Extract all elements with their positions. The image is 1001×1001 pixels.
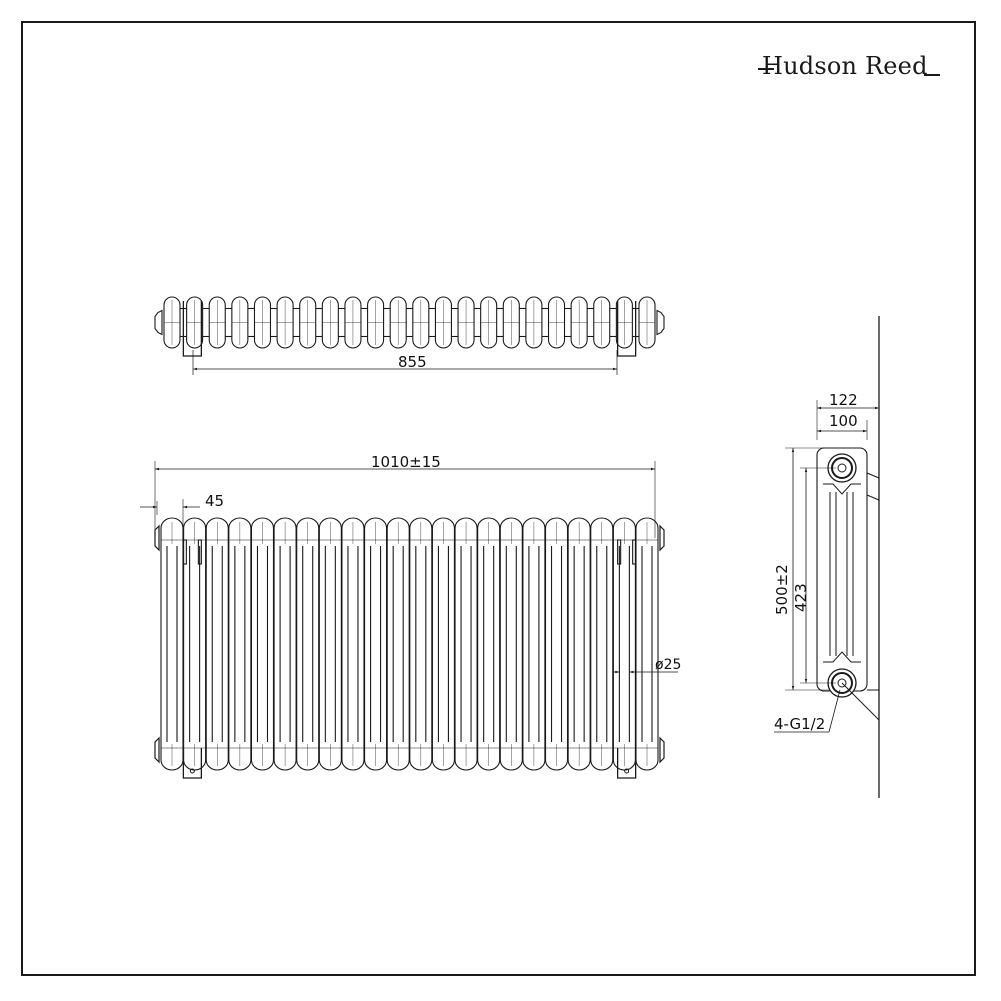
wall-bracket bbox=[182, 301, 203, 357]
section-front bbox=[296, 517, 320, 771]
section-front bbox=[544, 517, 569, 771]
wall-bracket bbox=[616, 301, 637, 357]
section-front bbox=[273, 517, 297, 771]
dim-height: 500±2 bbox=[773, 564, 791, 615]
section-front bbox=[454, 517, 478, 771]
section-front bbox=[318, 517, 342, 771]
section-front bbox=[431, 517, 455, 771]
section-front bbox=[341, 517, 365, 771]
top-view-plan bbox=[154, 296, 665, 375]
section-front bbox=[522, 517, 546, 771]
dim-depth: 100 bbox=[829, 412, 858, 430]
section-front bbox=[635, 517, 659, 771]
end-plug bbox=[154, 309, 163, 336]
end-plug bbox=[154, 524, 160, 552]
section-front bbox=[205, 517, 229, 771]
section-front bbox=[160, 517, 184, 771]
section-front bbox=[499, 517, 523, 771]
brand-logo: Hudson Reed bbox=[758, 52, 940, 80]
end-plug bbox=[659, 524, 665, 552]
end-plug bbox=[656, 309, 665, 336]
section-front bbox=[364, 517, 388, 771]
section-front bbox=[567, 517, 591, 771]
dim-bracket-centres: 855 bbox=[398, 353, 427, 371]
dim-connections: 4-G1/2 bbox=[774, 715, 825, 733]
section-front bbox=[386, 517, 410, 771]
dim-section-pitch: 45 bbox=[205, 492, 224, 510]
section-front bbox=[228, 517, 252, 771]
section-front bbox=[590, 517, 614, 771]
end-plug bbox=[154, 736, 160, 764]
drawing-frame bbox=[21, 21, 976, 976]
front-view-elevation bbox=[140, 461, 678, 779]
dim-column-diameter: ø25 bbox=[655, 657, 681, 673]
section-front bbox=[612, 517, 636, 771]
section-front bbox=[409, 517, 433, 771]
dim-overall-width: 1010±15 bbox=[371, 453, 441, 471]
dim-centres: 423 bbox=[792, 583, 810, 612]
floor-foot-bracket bbox=[182, 748, 203, 779]
floor-foot-bracket bbox=[616, 748, 637, 779]
dim-depth-with-bracket: 122 bbox=[829, 391, 858, 409]
section-front bbox=[477, 517, 501, 771]
brand-name: Hudson Reed bbox=[762, 52, 928, 80]
side-view-elevation bbox=[774, 316, 880, 798]
logo-strike-left bbox=[758, 68, 774, 70]
section-front bbox=[250, 517, 275, 771]
logo-underline-right bbox=[923, 74, 940, 76]
end-plug bbox=[659, 736, 665, 764]
section-front bbox=[183, 517, 207, 771]
